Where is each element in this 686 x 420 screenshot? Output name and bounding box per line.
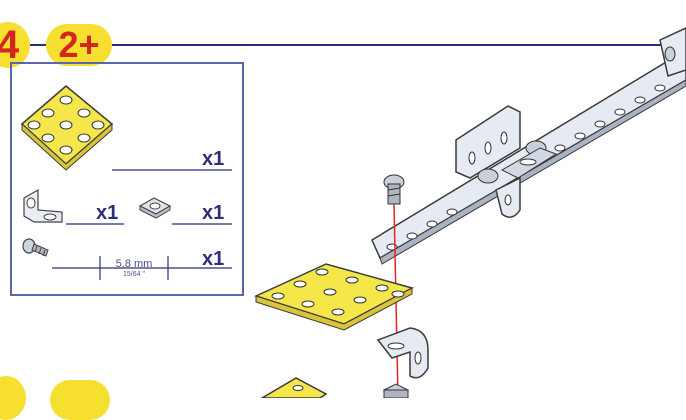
assembly-angle-bracket (378, 328, 428, 378)
assembly-illustration (0, 0, 686, 398)
assembly-square-nut (384, 384, 408, 398)
instruction-page: 4 2+ (0, 0, 686, 398)
assembly-bolt (384, 175, 404, 204)
assembly-flat-plate (256, 264, 412, 330)
next-step-plate (262, 378, 326, 398)
